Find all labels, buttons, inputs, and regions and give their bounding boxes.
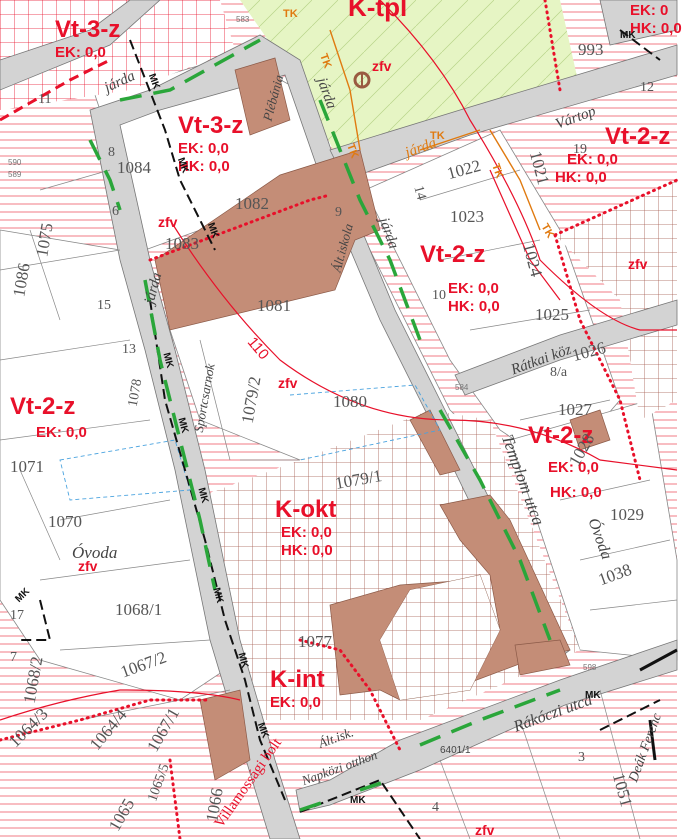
plot-number: 1071 [10,457,44,476]
plot-number: 993 [578,40,604,59]
zfv-label: zfv [158,214,178,230]
tk-label: TK [430,130,445,142]
plot-number: 3 [578,750,585,765]
plot-number: 19 [573,142,587,157]
survey-point: 589 [8,170,22,179]
plot-number: 1080 [333,392,367,411]
survey-point: 598 [583,663,597,672]
plot-number: 1083 [165,234,199,253]
mk-label: MK [585,690,601,701]
zone-top-right: EK: 0 HK: 0,0 [630,2,682,37]
parcel-lines [0,169,678,839]
zone-vt3z-top: Vt-3-z EK: 0,0 [55,16,121,61]
survey-point: 584 [455,383,469,392]
zone-vt2z-left: Vt-2-z EK: 0,0 [10,393,87,441]
zone-kokt: K-okt EK: 0,0 HK: 0,0 [275,496,337,559]
plot-number: 17 [10,608,24,623]
red-dashed-boundary [0,58,111,122]
plot-number: 7 [10,650,17,665]
zone-vt2z-lower: Vt-2-z EK: 0,0 HK: 0,0 [528,422,602,501]
plot-number: 1027 [558,400,592,419]
survey-point: 6401/1 [440,745,471,756]
zone-kint: K-int EK: 0,0 [270,666,325,711]
green-dashed-lines [88,38,561,812]
plot-number: 8 [108,145,115,160]
contour-lines [0,0,678,721]
plot-number: 1077 [298,632,332,651]
plot-number: 1029 [610,505,644,524]
road-marker-right [639,648,678,761]
plot-number: 1068/1 [115,600,163,619]
survey-point: 583 [236,15,250,24]
survey-point: 590 [8,158,22,167]
zfv-label: zfv [475,822,495,838]
blue-dashed-boundaries [59,384,441,501]
mk-label: MK [350,795,366,806]
zfv-label: zfv [278,375,298,391]
plot-number: 1023 [450,207,484,226]
plot-number: 8/a [550,365,568,380]
mk-label: MK [620,30,636,41]
zfv-label: zfv [372,58,392,74]
plot-number: 13 [122,342,136,357]
plot-number: 1025 [535,305,569,324]
plot-number: 15 [97,298,111,313]
plot-number: 1081 [257,296,291,315]
monument-icon [353,71,371,89]
zone-vt2z-center: Vt-2-z EK: 0,0 HK: 0,0 [420,241,500,315]
plot-number: 9 [335,205,342,220]
plot-number: 11 [38,92,52,107]
zone-vt3z: Vt-3-z EK: 0,0 HK: 0,0 [178,112,244,175]
red-grid-top-left [0,0,235,110]
k-tpl-park [240,0,580,165]
plot-number: 1070 [48,512,82,531]
zone-ktpl: K-tpl [348,0,408,22]
grid-area-right [555,180,677,420]
street-label: Óvoda [72,543,118,562]
plot-number: 12 [640,80,654,95]
zfv-label: zfv [78,558,98,574]
plot-number: 6 [112,204,119,219]
plot-number: 4 [432,800,439,815]
plot-number: 1084 [117,158,151,177]
courtyard-grid [380,575,500,700]
mk-lines [20,29,661,839]
plot-number: 10 [432,288,446,303]
plot-number: 1082 [235,194,269,213]
zone-vt2z-right: Vt-2-z EK: 0,0 HK: 0,0 [555,123,671,186]
zfv-label: zfv [628,256,648,272]
tk-line [329,29,541,231]
tk-label: TK [283,8,298,20]
